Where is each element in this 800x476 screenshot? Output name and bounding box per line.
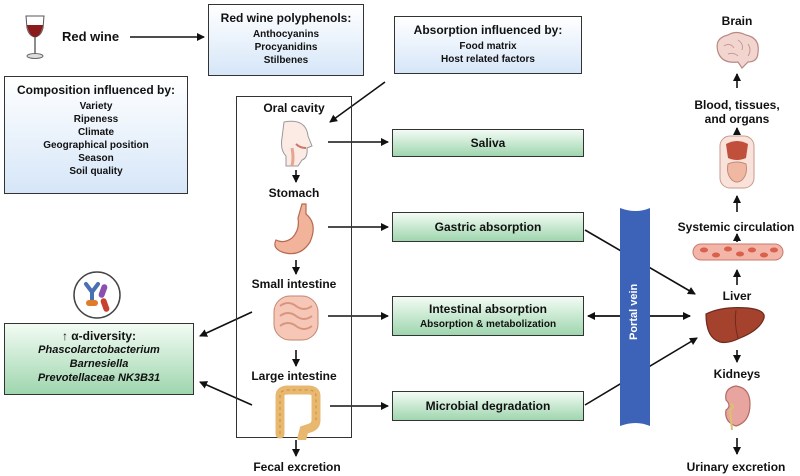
kidney-icon [725,385,751,431]
increase-arrow-icon: ↑ [61,329,68,343]
stomach-icon [274,203,314,255]
composition-item: Season [78,153,114,164]
arrow-absorption-to-oral [329,81,386,123]
fecal-excretion-label: Fecal excretion [253,460,341,474]
intestinal-absorption-label: Intestinal absorption [428,302,547,316]
red-wine-label: Red wine [62,29,120,44]
small-intestine-label: Small intestine [251,277,337,291]
alpha-diversity-title: ↑ α-diversity: [61,329,137,343]
microbial-degradation-box: Microbial degradation [392,391,584,421]
taxon-item: Barnesiella [69,358,129,370]
composition-item: Climate [77,127,115,138]
taxon-item: Prevotellaceae NK3B31 [37,372,161,384]
polyphenol-item: Stilbenes [263,55,309,66]
organs-icon [719,135,755,189]
brain-icon [716,31,759,69]
liver-icon [705,307,765,344]
composition-item: Soil quality [69,166,123,177]
saliva-box: Saliva [392,129,584,157]
liver-label: Liver [722,289,752,303]
gastric-absorption-box: Gastric absorption [392,212,584,242]
large-intestine-icon [275,385,321,440]
urinary-excretion-label: Urinary excretion [686,460,786,474]
systemic-circulation-label: Systemic circulation [677,220,795,234]
microbiota-box: ↑ α-diversity: Phascolarctobacterium Bar… [4,323,194,395]
bacteria-icon [73,271,121,319]
polyphenol-item: Anthocyanins [252,29,320,40]
wine-glass-icon [25,15,45,59]
absorption-box: Absorption influenced by: Food matrix Ho… [394,16,582,74]
portal-vein-band [620,208,650,426]
composition-item: Variety [79,101,113,112]
portal-vein-label: Portal vein [628,283,640,340]
large-intestine-label: Large intestine [251,369,337,383]
intestinal-absorption-box: Intestinal absorption Absorption & metab… [392,296,584,336]
composition-item: Geographical position [43,140,149,151]
polyphenol-item: Procyanidins [254,42,318,53]
kidneys-label: Kidneys [713,367,761,381]
arrow-large-to-microbiota [199,381,253,406]
absorption-title: Absorption influenced by: [413,23,563,37]
blood-tissues-label: Blood, tissues, and organs [694,98,780,126]
blood-vessel-icon [692,243,784,261]
composition-item: Ripeness [73,114,119,125]
absorption-item: Food matrix [459,41,517,52]
taxon-item: Phascolarctobacterium [38,344,160,356]
saliva-label: Saliva [470,136,506,150]
polyphenols-box: Red wine polyphenols: Anthocyanins Procy… [208,4,364,76]
stomach-label: Stomach [268,186,320,200]
brain-label: Brain [721,14,753,28]
oral-cavity-icon [281,120,313,167]
small-intestine-icon [273,295,319,341]
absorption-item: Host related factors [441,54,535,65]
composition-title: Composition influenced by: [17,83,175,97]
intestinal-absorption-sub: Absorption & metabolization [419,319,557,330]
gastric-absorption-label: Gastric absorption [434,220,542,234]
gi-tract-panel [236,96,352,438]
composition-box: Composition influenced by: Variety Ripen… [4,76,188,194]
arrow-small-to-microbiota [199,311,253,337]
oral-cavity-label: Oral cavity [263,101,325,115]
polyphenols-title: Red wine polyphenols: [220,11,352,25]
microbial-degradation-label: Microbial degradation [425,399,551,413]
